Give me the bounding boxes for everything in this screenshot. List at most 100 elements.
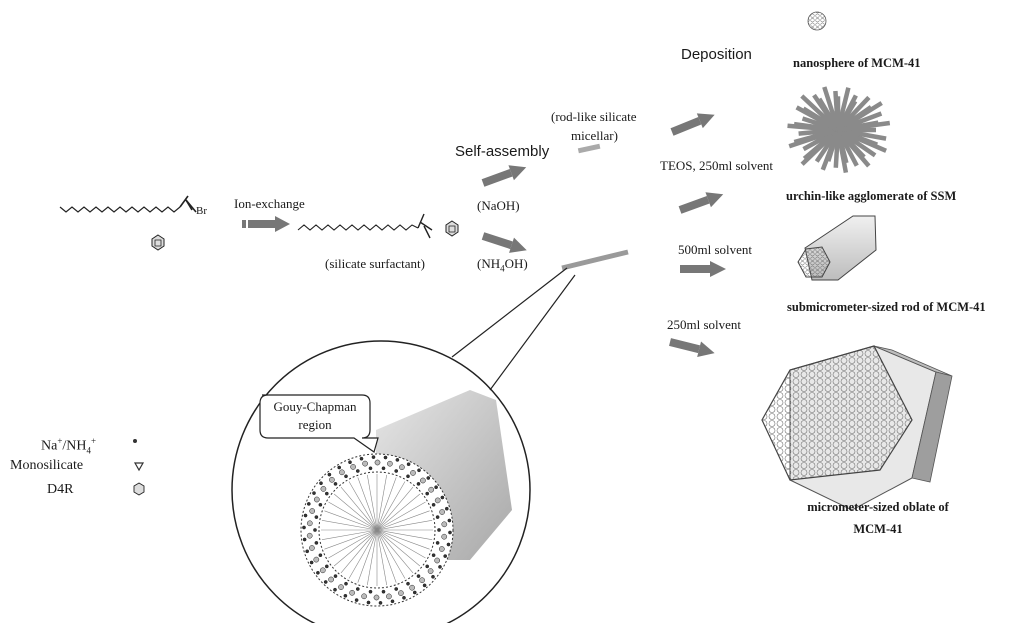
ion-dot [302,526,305,529]
rod-micelle-long [562,252,628,268]
rod-micelle-small [578,144,601,153]
ion-dot [384,456,387,459]
ion-dot [435,558,440,563]
ion-dot [310,508,315,513]
ion-exchange-label: Ion-exchange [234,196,305,212]
ion-dot [360,457,363,460]
ion-dot [436,541,439,544]
legend-d4r-icon [134,483,144,495]
ion-dot [351,464,356,469]
ion-dot [402,596,405,599]
ion-dot [324,580,327,583]
ion-dot [447,543,450,546]
ion-dot [420,478,425,483]
d4r-icon [446,221,458,236]
urchin-agglomerate [788,87,890,173]
ion-dot [363,461,368,466]
naoh-label: (NaOH) [477,198,520,214]
teos-250-label: TEOS, 250ml solvent [660,158,773,174]
ion-dot [314,557,319,562]
ion-dot [429,487,434,492]
ion-dot [356,469,359,472]
d4r-icon [152,235,164,250]
ion-dot [386,594,391,599]
ion-dot [396,458,399,461]
deposition-arrow-oblate [668,334,717,361]
ion-dot [435,486,438,489]
silicate-surfactant-molecule [298,214,432,238]
ion-dot [315,516,318,519]
ion-dot [417,482,420,485]
ion-dot [307,502,310,505]
ion-dot [374,595,379,600]
ion-dot [312,492,315,495]
ion-dot [320,568,325,573]
ion-dot [427,476,430,479]
ion-dot [438,565,441,568]
ion-dot [319,554,322,557]
ion-dot [448,519,451,522]
ion-dot [304,514,307,517]
br-label: Br [196,203,207,219]
legend-d4r: D4R [47,482,73,498]
ion-dot [382,467,385,470]
ion-dot [375,460,380,465]
ion-dot [334,482,337,485]
deposition-arrow-rod [680,261,726,277]
rod-like-label-line1: (rod-like silicate [551,109,637,125]
ion-dot [399,465,404,470]
silicate-surfactant-label: (silicate surfactant) [325,256,425,272]
ion-dot [417,469,420,472]
ion-dot [432,554,435,557]
ion-dot [313,528,316,531]
deposition-arrow-urchin [677,187,726,218]
ion-dot [395,469,398,472]
ion-dot [344,594,347,597]
ion-dot [379,601,382,604]
ion-dot [410,470,415,475]
ion-dot [338,585,343,590]
ion-dot [319,503,322,506]
ion-dot [329,577,334,582]
ion-dot [444,555,447,558]
legend-monosilicate-triangle [135,463,143,470]
micrometer-oblate-label-line2: MCM-41 [793,521,963,537]
ion-dot [428,569,433,574]
deposition-label: Deposition [681,47,752,63]
ion-dot [314,497,319,502]
ion-dot [339,470,344,475]
ion-dot [316,571,319,574]
legend-na-nh4: Na+/NH4+ [41,433,96,458]
ion-dot [329,477,334,482]
rod-like-label-line2: micellar) [571,128,618,144]
ion-dot [362,594,367,599]
ion-dot [420,578,425,583]
ion-dot [348,461,351,464]
nanosphere-icon [808,12,826,30]
ion-dot [321,486,326,491]
ion-dot [369,590,372,593]
submicrometer-rod [798,216,876,280]
solvent-500-label: 500ml solvent [678,242,752,258]
ion-dot [372,456,375,459]
legend-na-dot [133,439,137,443]
urchin-label: urchin-like agglomerate of SSM [786,188,956,204]
ion-dot [319,482,322,485]
ion-dot [309,545,314,550]
ion-dot [423,584,426,587]
deposition-arrow-nanosphere [669,107,718,139]
ion-dot [369,467,372,470]
gouy-chapman-label: Gouy-Chapman region [262,398,368,434]
ion-dot [445,507,448,510]
ion-dot [426,492,429,495]
self-assembly-label: Self-assembly [455,144,549,160]
legend-monosilicate: Monosilicate [10,458,83,474]
ion-dot [398,591,403,596]
nh4oh-label: (NH4OH) [477,256,528,277]
ion-dot [437,528,440,531]
ion-dot [439,546,444,551]
ion-dot [440,509,445,514]
ion-dot [436,516,439,519]
ion-dot [328,473,331,476]
ion-dot [435,498,440,503]
